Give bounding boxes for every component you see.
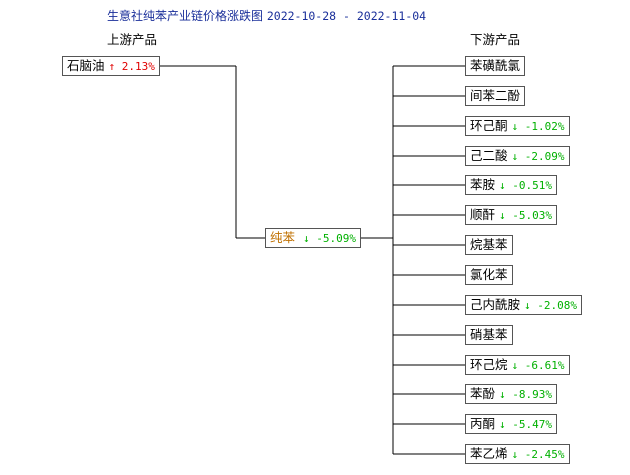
downstream-product-name: 环己烷 — [470, 356, 508, 372]
down-arrow-icon: ↓ — [511, 358, 519, 372]
down-arrow-icon: ↓ — [511, 149, 519, 163]
downstream-product-name: 苯胺 — [470, 177, 496, 193]
page-title: 生意社纯苯产业链价格涨跌图 2022-10-28 - 2022-11-04 — [107, 7, 426, 24]
down-arrow-icon: ↓ — [303, 232, 310, 245]
downstream-product-change: ↓ -0.51% — [499, 179, 553, 193]
downstream-product-change: ↓ -5.47% — [499, 418, 553, 432]
downstream-product-box[interactable]: 环己烷↓ -6.61% — [465, 354, 570, 375]
downstream-product-box[interactable]: 烷基苯 — [465, 235, 513, 256]
downstream-product-box[interactable]: 苯胺↓ -0.51% — [465, 175, 558, 196]
downstream-product-change: ↓ -2.08% — [524, 298, 578, 312]
downstream-product-name: 己二酸 — [470, 147, 508, 163]
downstream-product-name: 间苯二酚 — [470, 87, 521, 103]
downstream-product-name: 己内酰胺 — [470, 296, 521, 312]
downstream-product-box[interactable]: 丙酮↓ -5.47% — [465, 414, 558, 435]
downstream-product-change: ↓ -8.93% — [499, 388, 553, 402]
downstream-product-box[interactable]: 己二酸↓ -2.09% — [465, 145, 570, 166]
date-range: 2022-10-28 - 2022-11-04 — [266, 9, 427, 23]
down-arrow-icon: ↓ — [499, 418, 506, 432]
downstream-product-box[interactable]: 苯磺酰氯 — [465, 56, 526, 76]
downstream-product-box[interactable]: 间苯二酚 — [465, 85, 526, 106]
upstream-product-name: 石脑油 — [67, 58, 105, 73]
down-arrow-icon: ↓ — [511, 119, 519, 133]
downstream-product-name: 氯化苯 — [470, 266, 508, 282]
downstream-product-name: 苯乙烯 — [470, 446, 508, 462]
downstream-product-name: 硝基苯 — [470, 326, 508, 342]
downstream-product-name: 烷基苯 — [470, 237, 508, 253]
downstream-header: 下游产品 — [470, 32, 521, 47]
downstream-product-change: ↓ -1.02% — [511, 119, 565, 133]
up-arrow-icon: ↑ — [108, 60, 116, 73]
center-product-box[interactable]: 纯苯 ↓ -5.09% — [265, 228, 361, 248]
downstream-product-change: ↓ -6.61% — [511, 358, 565, 372]
downstream-product-box[interactable]: 环己酮↓ -1.02% — [465, 115, 570, 136]
downstream-product-name: 环己酮 — [470, 117, 508, 133]
upstream-product-change: ↑ 2.13% — [108, 60, 155, 73]
upstream-header: 上游产品 — [107, 32, 158, 47]
downstream-product-name: 顺酐 — [470, 207, 496, 223]
down-arrow-icon: ↓ — [499, 388, 506, 402]
down-arrow-icon: ↓ — [499, 209, 506, 223]
downstream-product-change: ↓ -2.09% — [511, 149, 565, 163]
down-arrow-icon: ↓ — [524, 298, 531, 312]
upstream-product-box[interactable]: 石脑油↑ 2.13% — [62, 56, 160, 76]
center-product-change: ↓ -5.09% — [303, 232, 356, 245]
center-product-name: 纯苯 — [270, 230, 296, 245]
downstream-product-change: ↓ -5.03% — [499, 209, 553, 223]
downstream-product-box[interactable]: 氯化苯 — [465, 264, 513, 285]
downstream-product-box[interactable]: 苯酚↓ -8.93% — [465, 384, 558, 405]
downstream-product-name: 苯磺酰氯 — [470, 58, 521, 73]
down-arrow-icon: ↓ — [499, 179, 506, 193]
downstream-product-box[interactable]: 顺酐↓ -5.03% — [465, 205, 558, 226]
downstream-product-name: 苯酚 — [470, 386, 496, 402]
downstream-product-box[interactable]: 己内酰胺↓ -2.08% — [465, 294, 583, 315]
downstream-product-name: 丙酮 — [470, 416, 496, 432]
downstream-product-change: ↓ -2.45% — [511, 448, 565, 462]
downstream-product-box[interactable]: 硝基苯 — [465, 324, 513, 345]
title-text: 生意社纯苯产业链价格涨跌图 — [107, 9, 264, 23]
downstream-product-box[interactable]: 苯乙烯↓ -2.45% — [465, 444, 570, 465]
down-arrow-icon: ↓ — [511, 448, 519, 462]
